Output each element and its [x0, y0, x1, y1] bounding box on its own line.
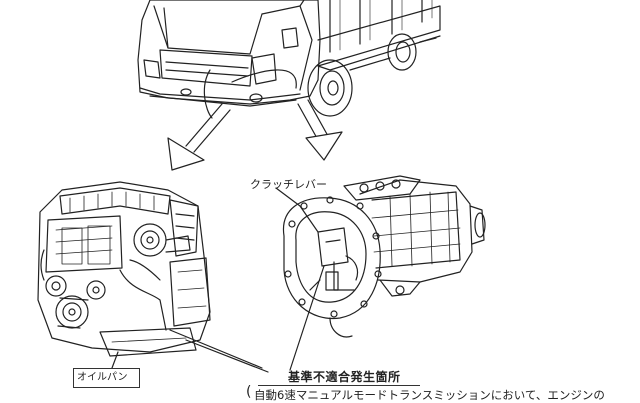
oil-pan-label: オイルパン: [73, 368, 140, 388]
defect-description-text: 自動6速マニュアルモードトランスミッションにおいて、エンジンの: [254, 388, 605, 402]
arrow-to-engine: [167, 103, 231, 171]
arrow-to-transmission: [297, 99, 343, 161]
transmission-illustration: [275, 175, 486, 371]
defect-location-label: 基準不適合発生箇所: [288, 370, 401, 384]
open-bracket-glyph: (: [246, 384, 252, 400]
defect-label-underline: [258, 385, 420, 386]
engine-illustration: [37, 181, 269, 373]
clutch-lever-label: クラッチレバー: [250, 178, 327, 191]
truck-illustration: [137, 0, 441, 119]
